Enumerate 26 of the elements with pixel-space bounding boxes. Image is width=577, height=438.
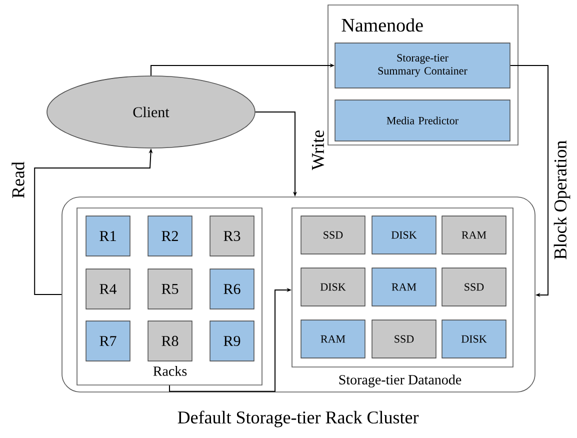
storage-box: RAM [372, 268, 436, 306]
rack-box: R5 [148, 268, 192, 310]
edge-label: Block Operation [552, 139, 572, 261]
edge-label: Read [10, 160, 26, 200]
rack-box: R1 [86, 216, 130, 256]
edge-label: Write [310, 128, 326, 172]
storage-box: RAM [300, 320, 366, 358]
rack-box: R4 [86, 268, 130, 310]
storage-box: RAM [442, 216, 506, 254]
component-box: Media Predictor [334, 100, 510, 142]
component-box: Storage-tier Summary Container [334, 42, 510, 88]
rack-box: R7 [86, 320, 130, 362]
storage-box: DISK [442, 320, 506, 358]
storage-box: SSD [442, 268, 506, 306]
arrow [510, 65, 548, 298]
rack-box: R2 [148, 216, 192, 256]
storage-box: SSD [372, 320, 436, 358]
rack-box: R9 [210, 320, 254, 362]
storage-box: DISK [372, 216, 436, 254]
rack-box: R3 [210, 216, 254, 256]
rack-box: R6 [210, 268, 254, 310]
rack-box: R8 [148, 320, 192, 362]
storage-box: DISK [300, 268, 366, 306]
node-label: Storage-tier Datanode [339, 374, 462, 388]
storage-box: SSD [300, 216, 366, 254]
node-label: Default Storage-tier Rack Cluster [178, 410, 419, 428]
